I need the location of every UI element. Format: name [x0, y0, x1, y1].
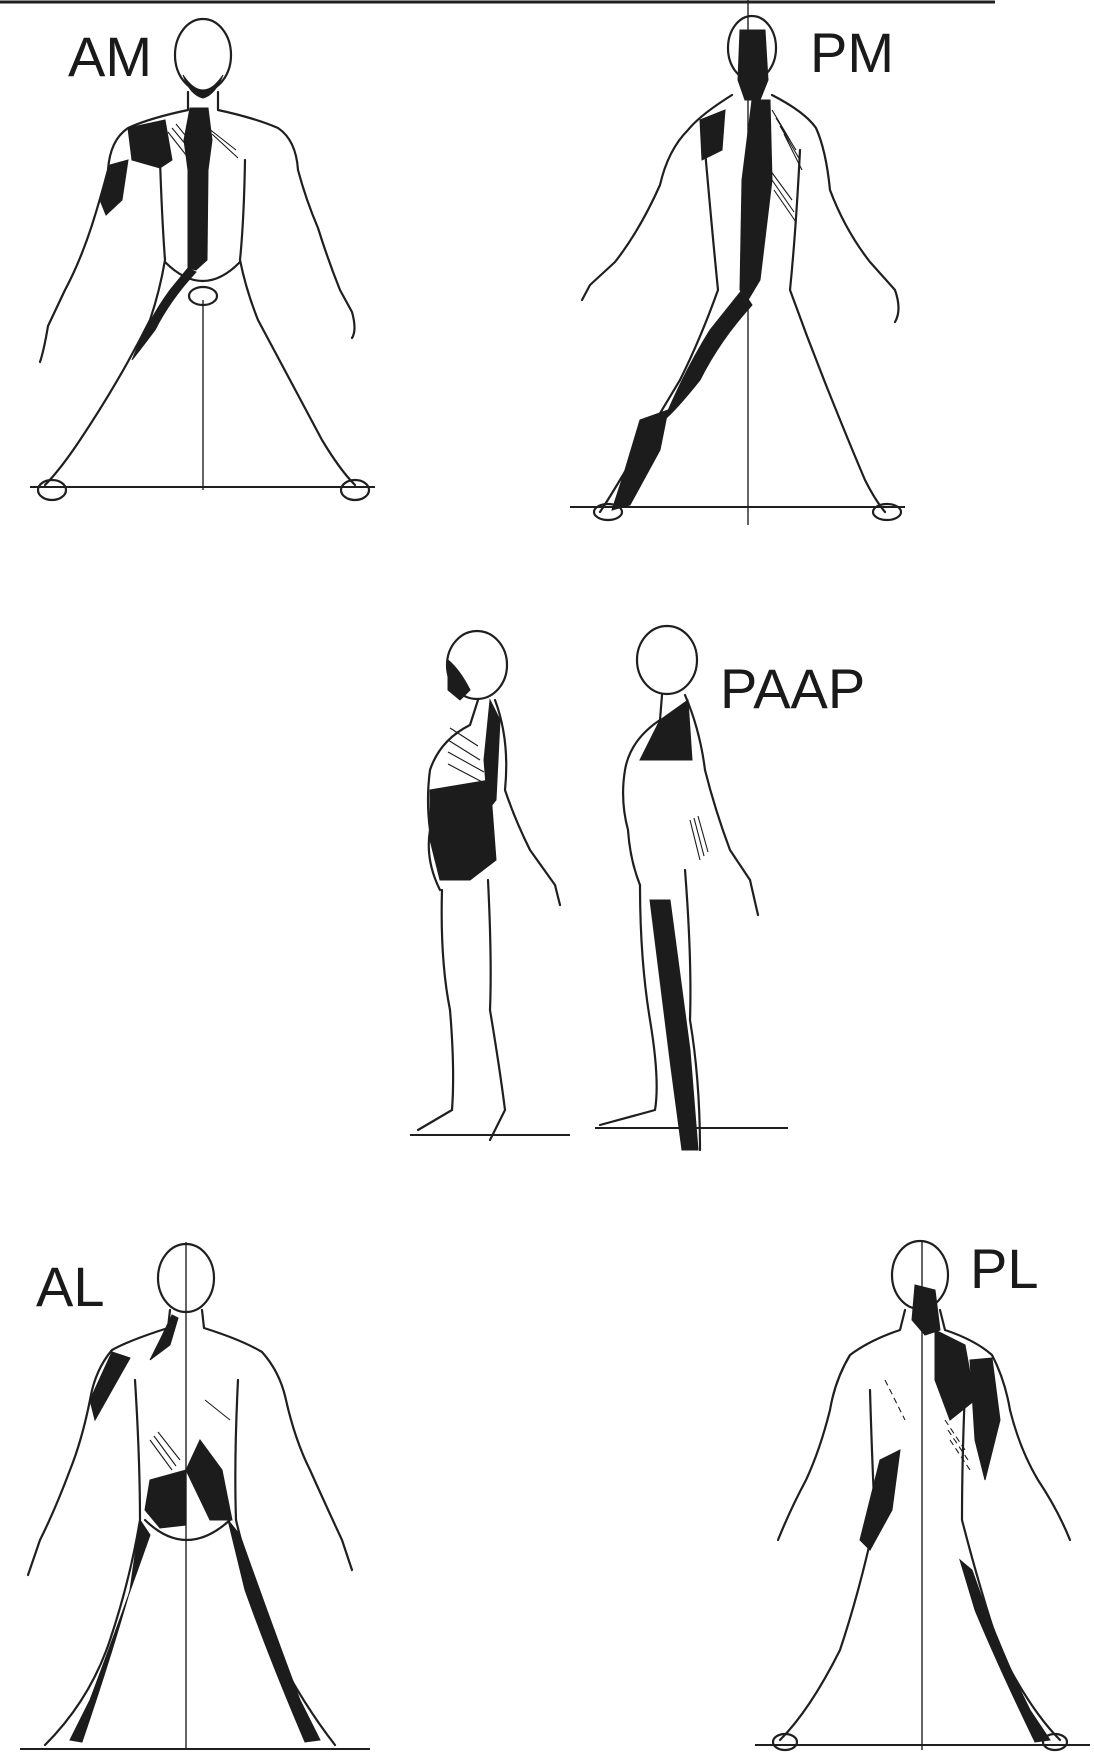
figure-al [20, 1242, 370, 1750]
panel-label-pm: PM [810, 21, 894, 84]
panel-label-paap: PAAP [720, 657, 865, 720]
panel-label-al: AL [36, 1255, 105, 1318]
panel-label-pl: PL [970, 1237, 1039, 1300]
figure-paap-left [410, 631, 570, 1140]
panel-label-am: AM [68, 25, 152, 88]
figure-pl [755, 1240, 1090, 1750]
figure-am [30, 19, 375, 500]
